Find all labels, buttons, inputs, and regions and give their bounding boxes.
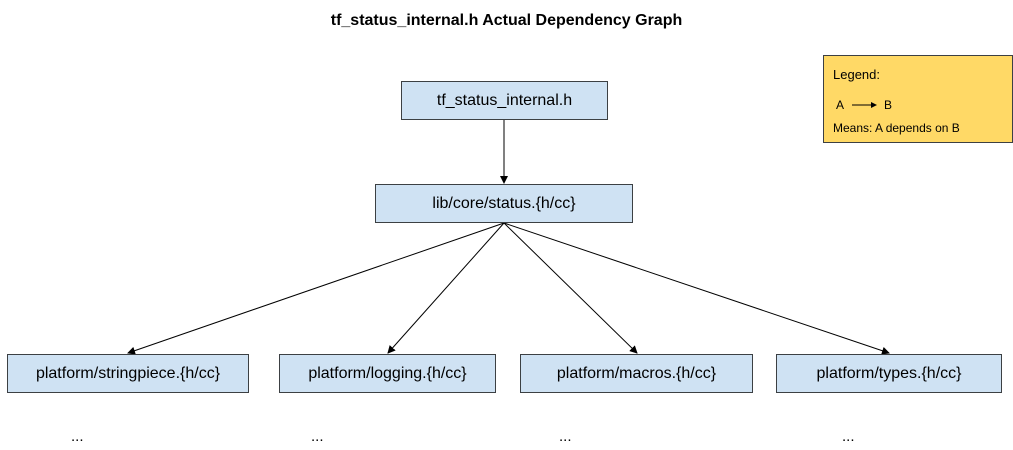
node-platform-stringpiece: platform/stringpiece.{h/cc} bbox=[7, 354, 249, 393]
legend-arrow-icon bbox=[852, 102, 877, 108]
legend-node-b: B bbox=[884, 98, 893, 112]
ellipsis-macros: ... bbox=[559, 428, 572, 445]
node-lib-core-status: lib/core/status.{h/cc} bbox=[375, 184, 633, 223]
node-platform-types: platform/types.{h/cc} bbox=[776, 354, 1002, 393]
ellipsis-logging: ... bbox=[311, 428, 324, 445]
ellipsis-types: ... bbox=[842, 428, 855, 445]
node-platform-macros: platform/macros.{h/cc} bbox=[520, 354, 753, 393]
edge-status-to-types bbox=[503, 222, 890, 355]
diagram-title: tf_status_internal.h Actual Dependency G… bbox=[330, 12, 683, 29]
edge-status-to-logging bbox=[387, 222, 505, 354]
legend-node-a: A bbox=[836, 98, 845, 112]
edge-status-to-macros bbox=[503, 222, 638, 354]
ellipsis-stringpiece: ... bbox=[71, 428, 84, 445]
node-tf-status-internal: tf_status_internal.h bbox=[401, 81, 608, 120]
legend-title: Legend: bbox=[833, 67, 880, 82]
legend-means: Means: A depends on B bbox=[833, 121, 960, 135]
legend-box: Legend: A B Means: A depends on B bbox=[823, 55, 1013, 143]
edge-status-to-stringpiece bbox=[127, 222, 505, 355]
node-platform-logging: platform/logging.{h/cc} bbox=[279, 354, 496, 393]
